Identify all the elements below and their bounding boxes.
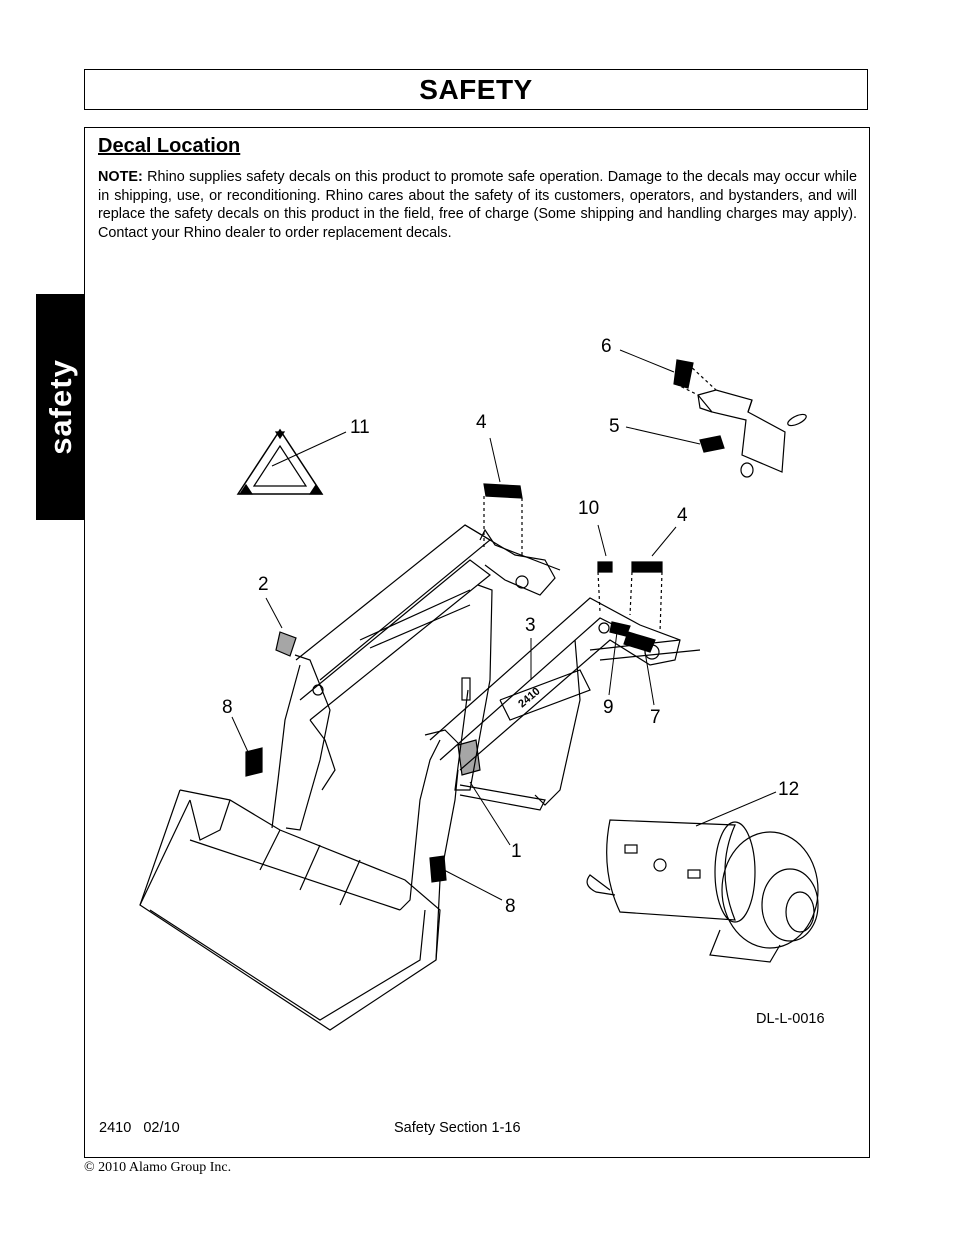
footer-model-date: 2410 02/10 [99, 1120, 180, 1136]
header-box: SAFETY [84, 69, 868, 110]
callout-10: 10 [578, 498, 599, 519]
loader-arm-right [245, 597, 701, 961]
callout-9: 9 [603, 697, 614, 718]
page-title: SAFETY [419, 73, 533, 105]
hydraulic-cylinder [586, 819, 819, 963]
bracket-part [673, 359, 807, 478]
loader-arm-left [271, 524, 561, 831]
callout-6: 6 [601, 336, 612, 357]
callout-8-upper: 8 [222, 697, 233, 718]
copyright-notice: © 2010 Alamo Group Inc. [84, 1160, 232, 1175]
bucket [139, 789, 441, 1031]
note-label: NOTE: [98, 169, 143, 185]
callout-5: 5 [609, 416, 620, 437]
callout-3: 3 [525, 615, 536, 636]
callout-4-upper: 4 [476, 412, 487, 433]
callout-labels: 6 5 11 4 10 4 2 3 8 9 7 12 1 8 2410 [222, 336, 799, 917]
callout-12: 12 [778, 779, 799, 800]
callout-2: 2 [258, 574, 269, 595]
figure-id: DL-L-0016 [756, 1011, 825, 1027]
callout-7: 7 [650, 707, 661, 728]
content-box: Decal Location NOTE: Rhino supplies safe… [84, 127, 870, 1158]
callout-4-right: 4 [677, 505, 688, 526]
leader-lines [231, 349, 777, 901]
callout-11: 11 [350, 417, 370, 438]
callout-8-lower: 8 [505, 896, 516, 917]
section-heading: Decal Location [98, 135, 241, 157]
footer-page-label: Safety Section 1-16 [394, 1120, 521, 1136]
side-tab: safety [36, 294, 85, 520]
note-paragraph: NOTE: Rhino supplies safety decals on th… [98, 168, 857, 242]
smv-emblem [236, 428, 324, 495]
note-text: Rhino supplies safety decals on this pro… [98, 169, 857, 241]
decal-4-upper [483, 483, 663, 633]
callout-1: 1 [511, 841, 522, 862]
